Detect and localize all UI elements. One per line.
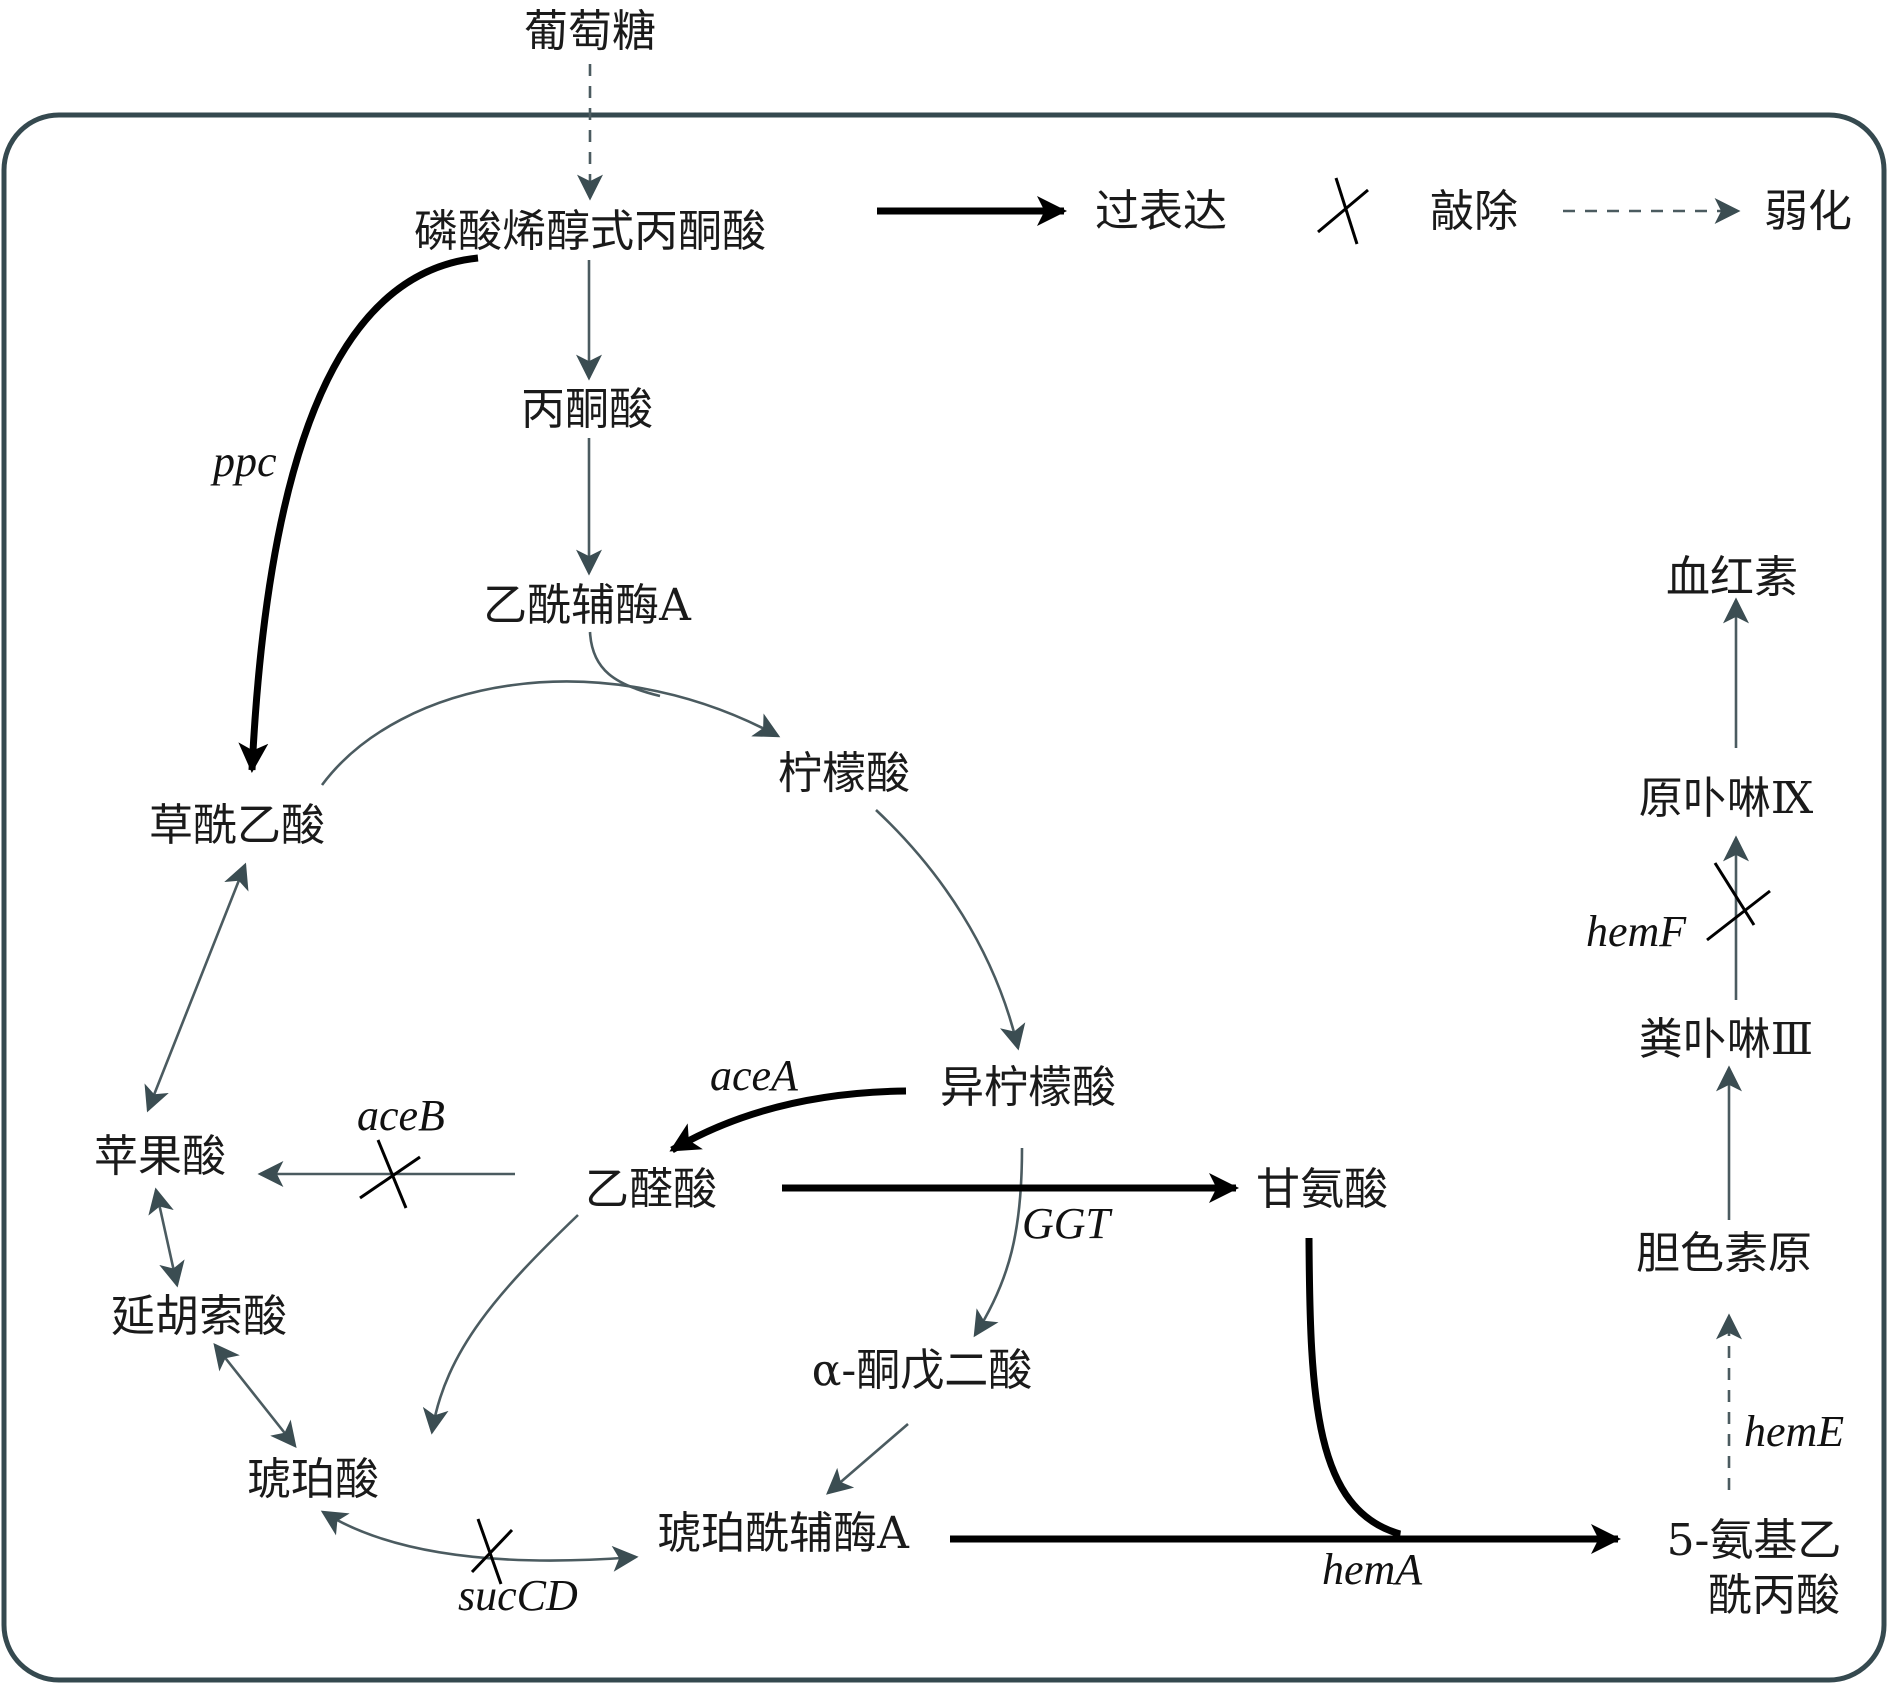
edge-pep-oxaloacetate	[238, 254, 479, 773]
gene-hemA: hemA	[1322, 1545, 1423, 1594]
node-succinate: 琥珀酸	[247, 1454, 379, 1505]
cell-boundary	[1, 112, 1887, 1683]
gene-sucCD: sucCD	[458, 1571, 578, 1620]
edge-glycine-ala	[1305, 1237, 1401, 1538]
node-akg: α-酮戊二酸	[812, 1345, 1033, 1396]
edge-acetylcoa-citrate	[588, 631, 661, 698]
edge-succinate-succinylcoa	[320, 1510, 639, 1572]
edge-fumarate-succinate	[213, 1342, 297, 1449]
node-coproporphyrin: 粪卟啉Ⅲ	[1639, 1014, 1813, 1065]
node-acetyl-coa: 乙酰辅酶A	[483, 580, 692, 631]
gene-hemE: hemE	[1744, 1407, 1844, 1456]
node-heme: 血红素	[1666, 552, 1798, 603]
edge-citrate-isocitrate	[875, 809, 1026, 1051]
node-glyoxylate: 乙醛酸	[585, 1164, 717, 1215]
edge-glyoxylate-succinate	[422, 1214, 579, 1435]
gene-ppc: ppc	[210, 437, 277, 486]
knockout-mark-sucCD	[470, 1518, 514, 1585]
edge-isocitrate-glyoxylate	[669, 1087, 907, 1154]
node-protoporphyrin: 原卟啉Ⅸ	[1639, 773, 1814, 824]
gene-GGT: GGT	[1022, 1199, 1114, 1248]
legend-knockout-label: 敲除	[1430, 186, 1518, 237]
legend-knockout-icon	[1317, 177, 1369, 245]
node-glucose: 葡萄糖	[524, 6, 656, 57]
node-glycine: 甘氨酸	[1256, 1164, 1388, 1215]
node-oxaloacetate: 草酰乙酸	[149, 800, 325, 851]
node-fumarate: 延胡索酸	[111, 1291, 287, 1342]
node-succinyl-coa: 琥珀酰辅酶A	[657, 1508, 910, 1559]
edge-malate-fumarate	[148, 1187, 185, 1288]
edge-malate-oxaloacetate	[144, 862, 249, 1113]
knockout-mark-aceB	[359, 1139, 421, 1209]
node-porphobilinogen: 胆色素原	[1636, 1228, 1812, 1279]
edge-isocitrate-akg	[973, 1147, 1024, 1338]
gene-aceB: aceB	[357, 1091, 445, 1140]
node-ala-line1: 5-氨基乙	[1667, 1515, 1842, 1566]
legend: 过表达 敲除 弱化	[877, 177, 1852, 245]
edge-oxaloacetate-citrate	[320, 680, 781, 786]
legend-attenuation-label: 弱化	[1764, 186, 1852, 237]
node-pep: 磷酸烯醇式丙酮酸	[414, 206, 766, 257]
legend-overexpression-label: 过表达	[1095, 186, 1227, 237]
edge-akg-succinylcoa	[826, 1423, 909, 1495]
gene-hemF: hemF	[1586, 907, 1687, 956]
node-isocitrate: 异柠檬酸	[940, 1062, 1116, 1113]
node-ala-line2: 酰丙酸	[1708, 1570, 1840, 1621]
gene-aceA: aceA	[710, 1051, 799, 1100]
knockout-mark-hemF	[1706, 862, 1771, 942]
node-malate: 苹果酸	[94, 1131, 226, 1182]
node-pyruvate: 丙酮酸	[521, 384, 653, 435]
node-citrate: 柠檬酸	[778, 748, 910, 799]
